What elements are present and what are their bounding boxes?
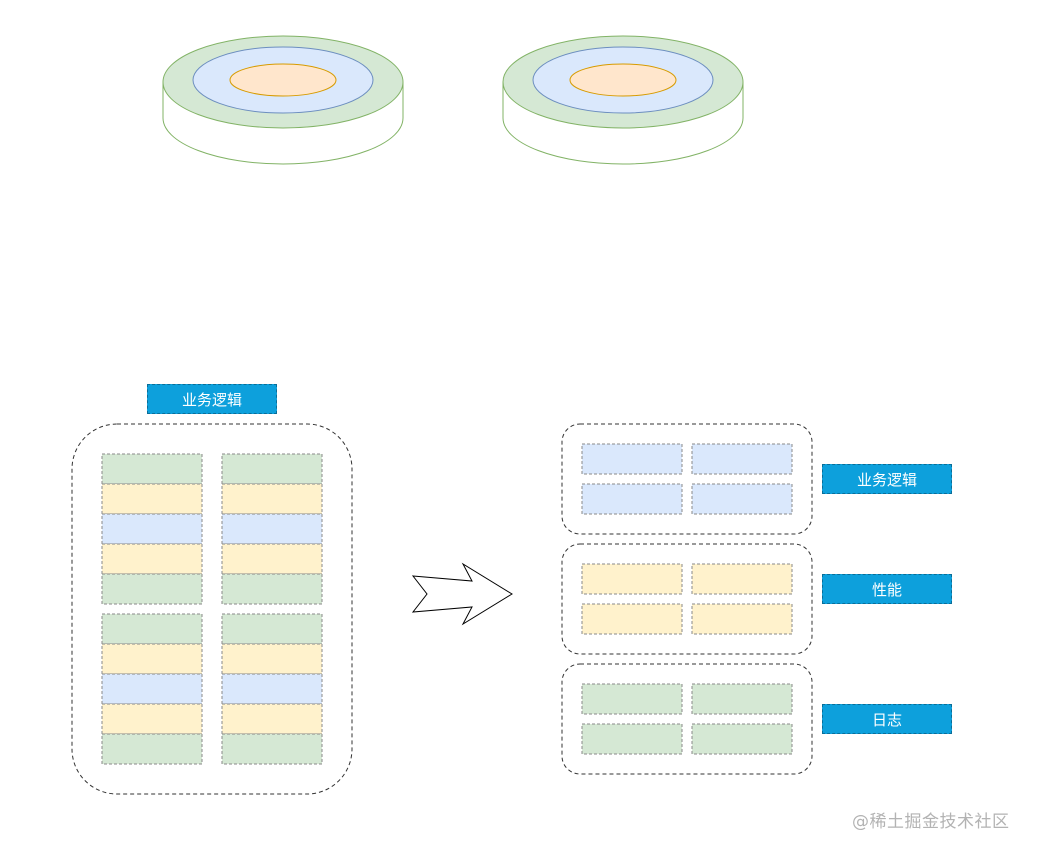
right-cell-blue bbox=[691, 483, 793, 515]
left-cell-green bbox=[101, 573, 203, 605]
left-cell-green bbox=[101, 613, 203, 645]
right-cell-blue bbox=[691, 443, 793, 475]
left-cell-green bbox=[221, 733, 323, 765]
right-cell-yellow bbox=[691, 563, 793, 595]
right-group-2 bbox=[561, 543, 813, 655]
cylinder-layer-orange bbox=[569, 63, 677, 97]
left-cell-green bbox=[221, 453, 323, 485]
left-cell-yellow bbox=[221, 483, 323, 515]
left-cell-yellow bbox=[101, 483, 203, 515]
right-cell-green bbox=[581, 723, 683, 755]
right-cell-yellow bbox=[691, 603, 793, 635]
transform-arrow bbox=[411, 562, 513, 626]
left-group-container bbox=[71, 423, 353, 795]
right-group-label-performance: 性能 bbox=[822, 574, 952, 604]
right-group-3 bbox=[561, 663, 813, 775]
left-cell-yellow bbox=[221, 643, 323, 675]
right-cell-green bbox=[691, 723, 793, 755]
left-cell-blue bbox=[101, 513, 203, 545]
right-cell-yellow bbox=[581, 603, 683, 635]
left-cell-blue bbox=[221, 673, 323, 705]
arrow-shape bbox=[411, 562, 513, 626]
right-group-label-business: 业务逻辑 bbox=[822, 464, 952, 494]
cylinder-right bbox=[502, 35, 744, 165]
left-group-label: 业务逻辑 bbox=[147, 384, 277, 414]
cylinder-left bbox=[162, 35, 404, 165]
left-cell-green bbox=[101, 733, 203, 765]
left-cell-yellow bbox=[101, 543, 203, 575]
watermark: @稀土掘金技术社区 bbox=[852, 812, 1010, 832]
left-cell-green bbox=[221, 573, 323, 605]
left-cell-yellow bbox=[101, 643, 203, 675]
right-cell-green bbox=[691, 683, 793, 715]
right-groups bbox=[561, 423, 813, 775]
left-cell-yellow bbox=[221, 703, 323, 735]
left-cell-blue bbox=[221, 513, 323, 545]
left-cell-yellow bbox=[221, 543, 323, 575]
left-cell-yellow bbox=[101, 703, 203, 735]
left-group bbox=[71, 423, 353, 795]
left-cell-green bbox=[101, 453, 203, 485]
left-cell-blue bbox=[101, 673, 203, 705]
right-group-container bbox=[561, 663, 813, 775]
right-cell-blue bbox=[581, 443, 683, 475]
right-group-container bbox=[561, 423, 813, 535]
right-cell-yellow bbox=[581, 563, 683, 595]
right-cell-blue bbox=[581, 483, 683, 515]
right-group-container bbox=[561, 543, 813, 655]
cylinders bbox=[162, 35, 744, 165]
right-group-1 bbox=[561, 423, 813, 535]
right-cell-green bbox=[581, 683, 683, 715]
left-cell-green bbox=[221, 613, 323, 645]
cylinder-layer-orange bbox=[229, 63, 337, 97]
right-group-label-log: 日志 bbox=[822, 704, 952, 734]
